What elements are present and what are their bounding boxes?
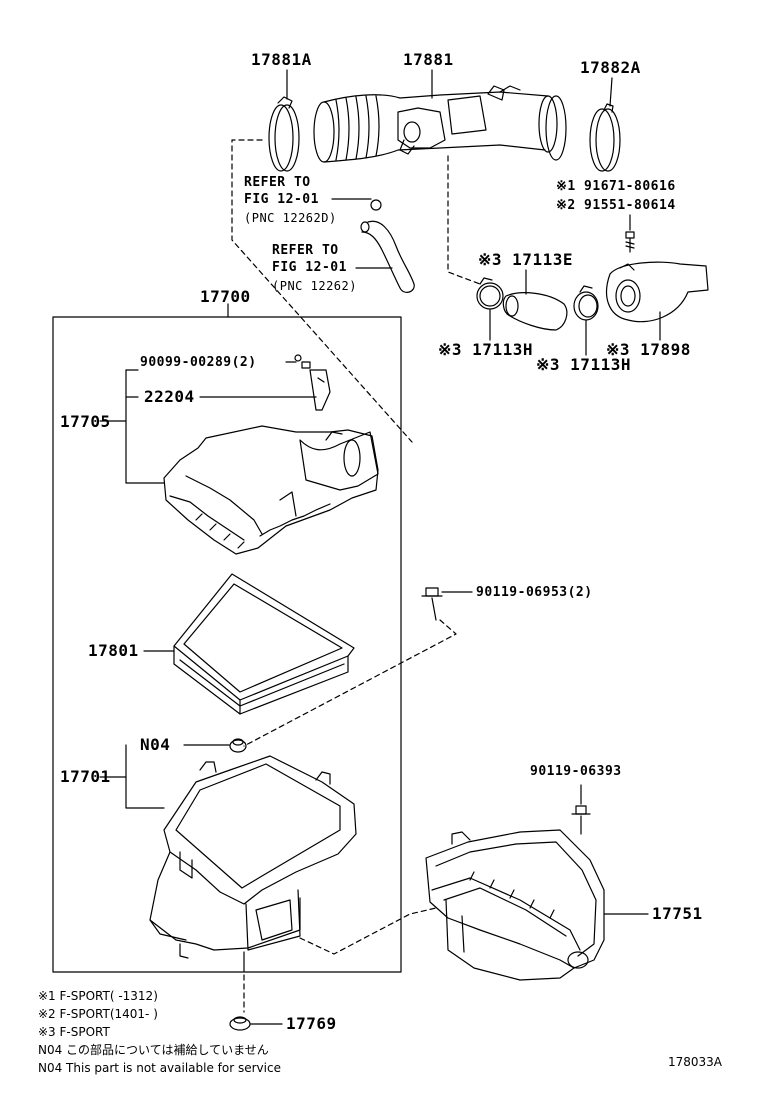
grommet-17769-drawing	[229, 1016, 251, 1031]
note-fsport-3: ※3 F-SPORT	[38, 1025, 110, 1039]
label-17881[interactable]: 17881	[403, 50, 454, 69]
label-22204[interactable]: 22204	[144, 387, 195, 406]
clamp-17882A-drawing	[589, 103, 621, 172]
clamp-17881A-drawing	[268, 96, 300, 172]
label-17700[interactable]: 17700	[200, 287, 251, 306]
ref2-line3: (PNC 12262)	[272, 279, 357, 293]
label-90099-00289[interactable]: 90099-00289(2)	[140, 355, 257, 370]
label-17881A[interactable]: 17881A	[251, 50, 312, 69]
bolt-90119-06953-drawing	[421, 587, 443, 621]
grommet-N04-drawing	[229, 738, 247, 753]
dashed-route-right	[447, 155, 481, 285]
filter-17801-drawing	[173, 573, 355, 715]
case-17701-drawing	[149, 755, 357, 967]
clamp-17113H-right-drawing	[573, 285, 599, 321]
clamp-17113H-left-drawing	[476, 277, 504, 310]
note-n04-english: N04 This part is not available for servi…	[38, 1061, 281, 1075]
cap-17705-drawing	[163, 425, 379, 555]
ref1-line1: REFER TO	[244, 175, 311, 190]
label-17701[interactable]: 17701	[60, 767, 111, 786]
label-17882A[interactable]: 17882A	[580, 58, 641, 77]
label-17898[interactable]: ※3 17898	[606, 340, 691, 359]
figure-code: 178033A	[668, 1055, 723, 1069]
bolt-91671-drawing	[625, 231, 635, 253]
ref1-line2: FIG 12-01	[244, 192, 319, 207]
label-17751[interactable]: 17751	[652, 904, 703, 923]
label-91551-80614[interactable]: ※2 91551-80614	[556, 198, 676, 213]
label-17769[interactable]: 17769	[286, 1014, 337, 1033]
ref2-line1: REFER TO	[272, 243, 339, 258]
label-17113H-a[interactable]: ※3 17113H	[438, 340, 533, 359]
dashed-route-duct	[299, 907, 437, 955]
note-fsport-1: ※1 F-SPORT( -1312)	[38, 989, 158, 1003]
resonator-17898-drawing	[606, 261, 709, 323]
label-17113E[interactable]: ※3 17113E	[478, 250, 573, 269]
duct-17751-drawing	[425, 829, 605, 981]
label-17113H-b[interactable]: ※3 17113H	[536, 355, 631, 374]
dashed-route-bolt	[243, 619, 457, 747]
label-17801[interactable]: 17801	[88, 641, 139, 660]
label-17705[interactable]: 17705	[60, 412, 111, 431]
ref1-line3: (PNC 12262D)	[244, 211, 337, 225]
note-n04-japanese: N04 この部品については補給していません	[38, 1043, 269, 1057]
label-90119-06953[interactable]: 90119-06953(2)	[476, 585, 593, 600]
sensor-22204-drawing	[301, 361, 331, 411]
bracket-17701	[125, 744, 165, 809]
label-91671-80616[interactable]: ※1 91671-80616	[556, 179, 676, 194]
note-fsport-2: ※2 F-SPORT(1401- )	[38, 1007, 158, 1021]
bracket-17705	[125, 369, 165, 484]
leader-17882A	[609, 77, 613, 107]
intake-hose-17881-drawing	[313, 85, 567, 163]
assembly-box-17700	[52, 316, 402, 973]
ref2-line2: FIG 12-01	[272, 260, 347, 275]
label-90119-06393[interactable]: 90119-06393	[530, 764, 622, 779]
bolt-90119-06393-drawing	[571, 805, 591, 835]
dashed-route-left	[231, 139, 413, 443]
label-N04[interactable]: N04	[140, 735, 171, 754]
small-hose-drawing	[360, 199, 415, 293]
hose-17113E-drawing	[502, 292, 568, 331]
